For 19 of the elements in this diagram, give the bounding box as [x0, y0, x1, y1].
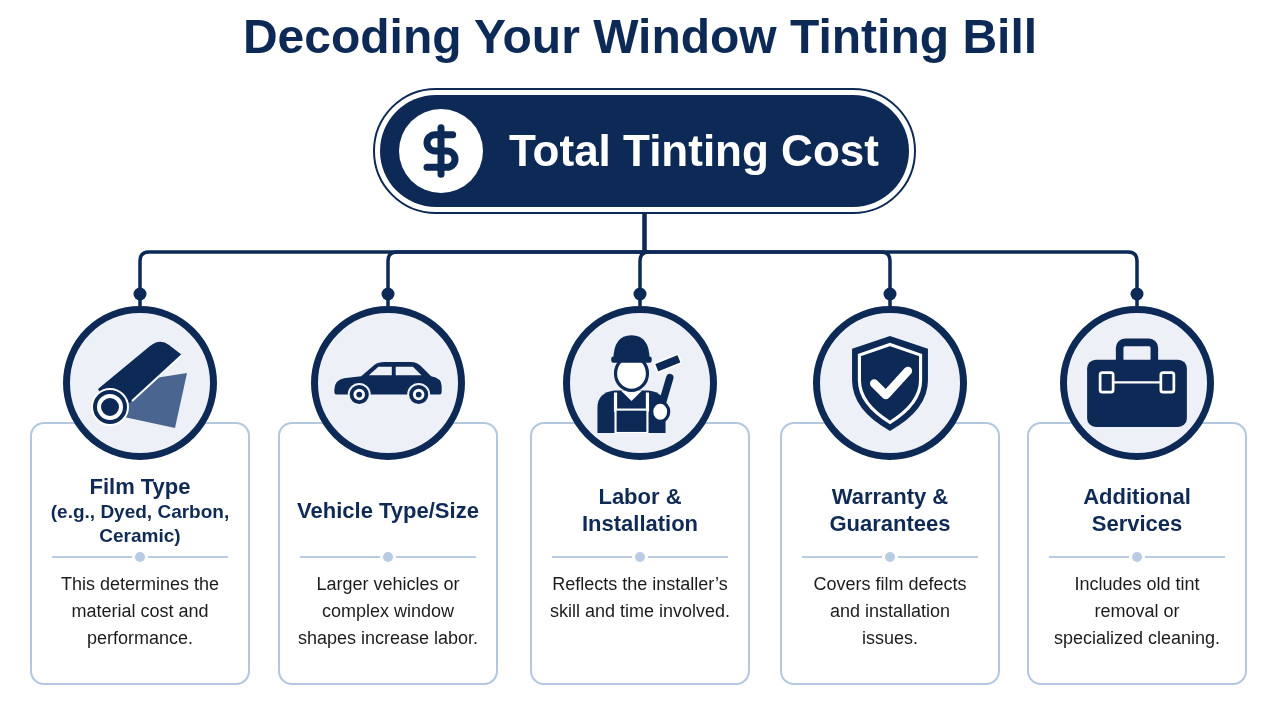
card-description: Includes old tint removal or specialized cleaning. — [1052, 573, 1222, 650]
info-card — [278, 422, 498, 685]
info-card — [30, 422, 250, 685]
card-title: Vehicle Type/Size — [297, 496, 479, 524]
card-title: Labor & Installation — [580, 483, 700, 537]
card-description: Covers film defects and installation issues. — [812, 573, 968, 650]
connector-line — [642, 214, 1144, 306]
card-title: Warranty & Guarantees — [828, 483, 952, 537]
pill-label: Total Tinting Cost — [509, 125, 879, 177]
card-subtitle: (e.g., Dyed, Carbon, Ceramic) — [49, 499, 231, 548]
info-card — [1027, 422, 1247, 685]
diagram-title: Decoding Your Window Tinting Bill — [242, 9, 1038, 65]
info-card — [530, 422, 750, 685]
card-description: Larger vehicles or complex window shapes increase labor. — [296, 573, 480, 650]
card-title: Additional Services — [1082, 483, 1192, 537]
info-card — [780, 422, 1000, 685]
card-title: Film Type — [89, 472, 191, 500]
card-description: This determines the material cost and performance. — [59, 573, 221, 650]
card-description: Reflects the installer’s skill and time involved. — [548, 573, 732, 623]
